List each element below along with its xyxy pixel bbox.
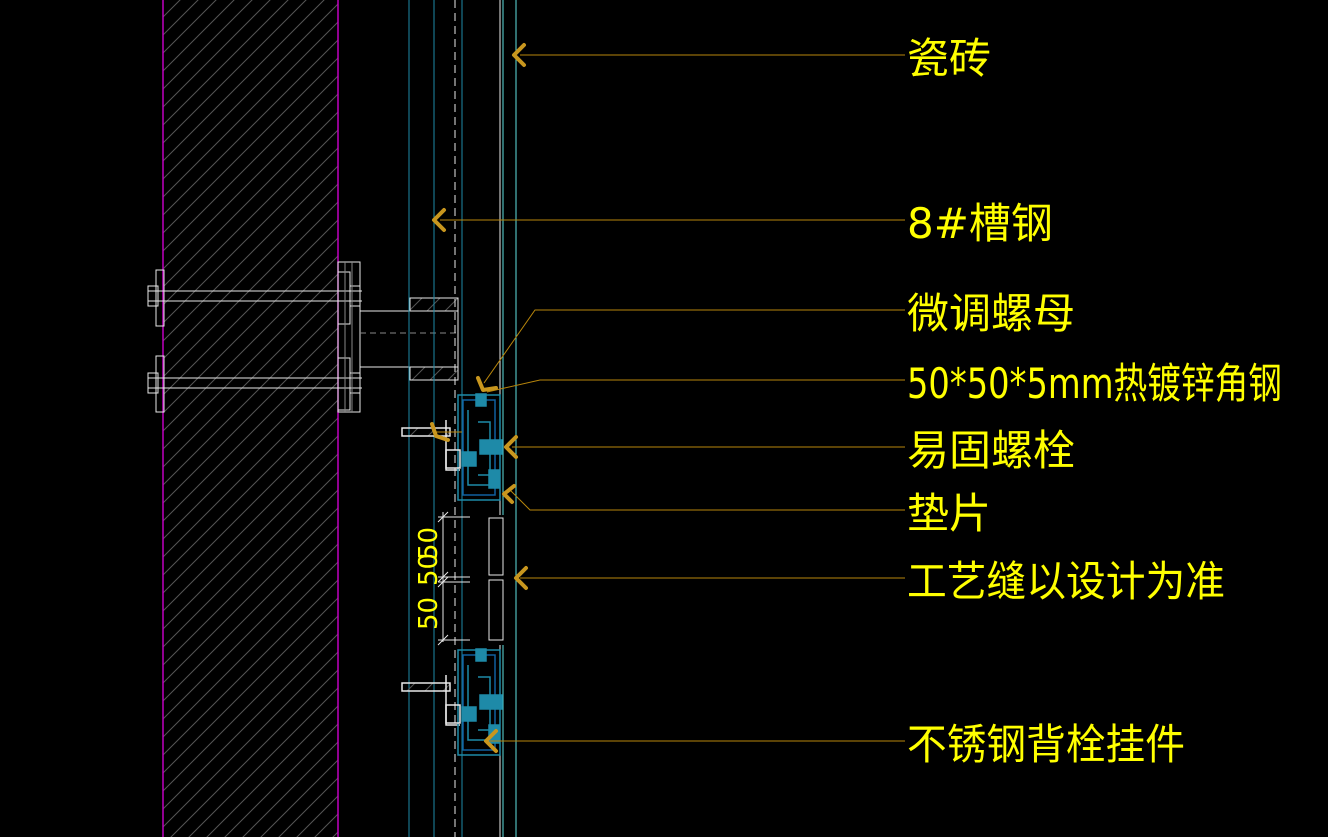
label-angle-steel: 50*50*5mm热镀锌角钢 (907, 359, 1282, 408)
hanger-assembly-lower (401, 648, 503, 756)
arrow-bolt (504, 435, 518, 459)
arrow-tile (512, 43, 526, 67)
leader-arrows (430, 43, 528, 753)
label-tile: 瓷砖 (907, 34, 991, 83)
arrow-washer (502, 484, 516, 504)
arrow-hanger (484, 729, 498, 753)
arrow-joint (514, 566, 528, 590)
arrow-angle (430, 422, 450, 442)
dimension-lower: 50 (414, 597, 444, 630)
arrow-nut (476, 376, 498, 392)
label-washer: 垫片 (907, 489, 991, 538)
label-hanger: 不锈钢背栓挂件 (907, 720, 1185, 769)
hanger-assembly-upper (401, 393, 503, 501)
label-joint: 工艺缝以设计为准 (907, 557, 1225, 606)
wall-bracket (337, 261, 459, 413)
channel-steel-vertical (408, 0, 463, 837)
label-adjust-nut: 微调螺母 (907, 289, 1075, 338)
tile-panels (488, 0, 517, 837)
dimension-chain (437, 511, 470, 646)
arrow-channel (432, 208, 446, 232)
label-channel-steel: 8#槽钢 (907, 199, 1053, 248)
anchor-bolts (147, 269, 362, 413)
dimension-stacked: 50 (414, 553, 444, 586)
dimension-upper: 50 (414, 527, 444, 560)
label-bolt: 易固螺栓 (907, 426, 1075, 475)
leader-lines (436, 54, 905, 742)
concrete-wall (162, 0, 339, 837)
callout-labels: 瓷砖 8#槽钢 微调螺母 50*50*5mm热镀锌角钢 易固螺栓 垫片 工艺缝以… (907, 34, 1282, 769)
